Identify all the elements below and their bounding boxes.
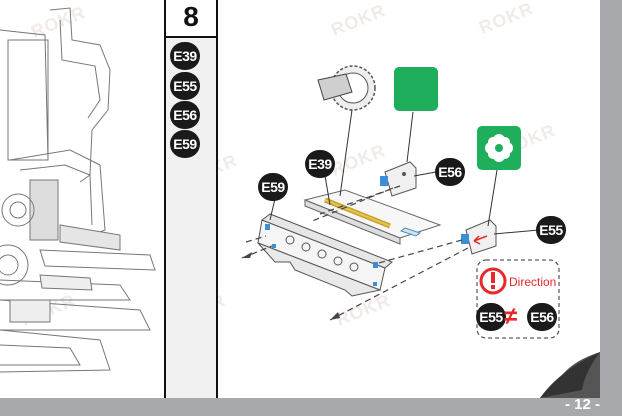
green-indicator-tile: [394, 67, 438, 111]
warning-part-e56: E56: [527, 303, 557, 331]
part-badge-e56: E56: [170, 101, 200, 129]
part-badge-e39: E39: [170, 42, 200, 70]
callout-e59: E59: [258, 173, 288, 201]
callout-e55: E55: [536, 216, 566, 244]
callout-e39: E39: [305, 150, 335, 178]
partial-assembly-illustration: [0, 7, 156, 373]
warning-part-e55: E55: [476, 303, 506, 331]
step-number: 8: [164, 0, 218, 38]
guide-arrowheads: [242, 252, 340, 320]
e55-bracket: [461, 219, 497, 255]
direction-warning-box: [476, 259, 560, 339]
callout-e56: E56: [435, 158, 465, 186]
e59-frame: [257, 213, 393, 297]
part-badge-e55: E55: [170, 72, 200, 100]
flower-icon: [485, 134, 513, 162]
direction-label: Direction: [509, 275, 557, 289]
not-equal-symbol: ≠: [504, 303, 518, 330]
exclamation-icon: [479, 267, 507, 295]
page-number: - 12 -: [564, 396, 600, 413]
part-badge-e59: E59: [170, 130, 200, 158]
manual-sheet: [0, 0, 600, 398]
sanding-tool-icon: [317, 65, 376, 111]
